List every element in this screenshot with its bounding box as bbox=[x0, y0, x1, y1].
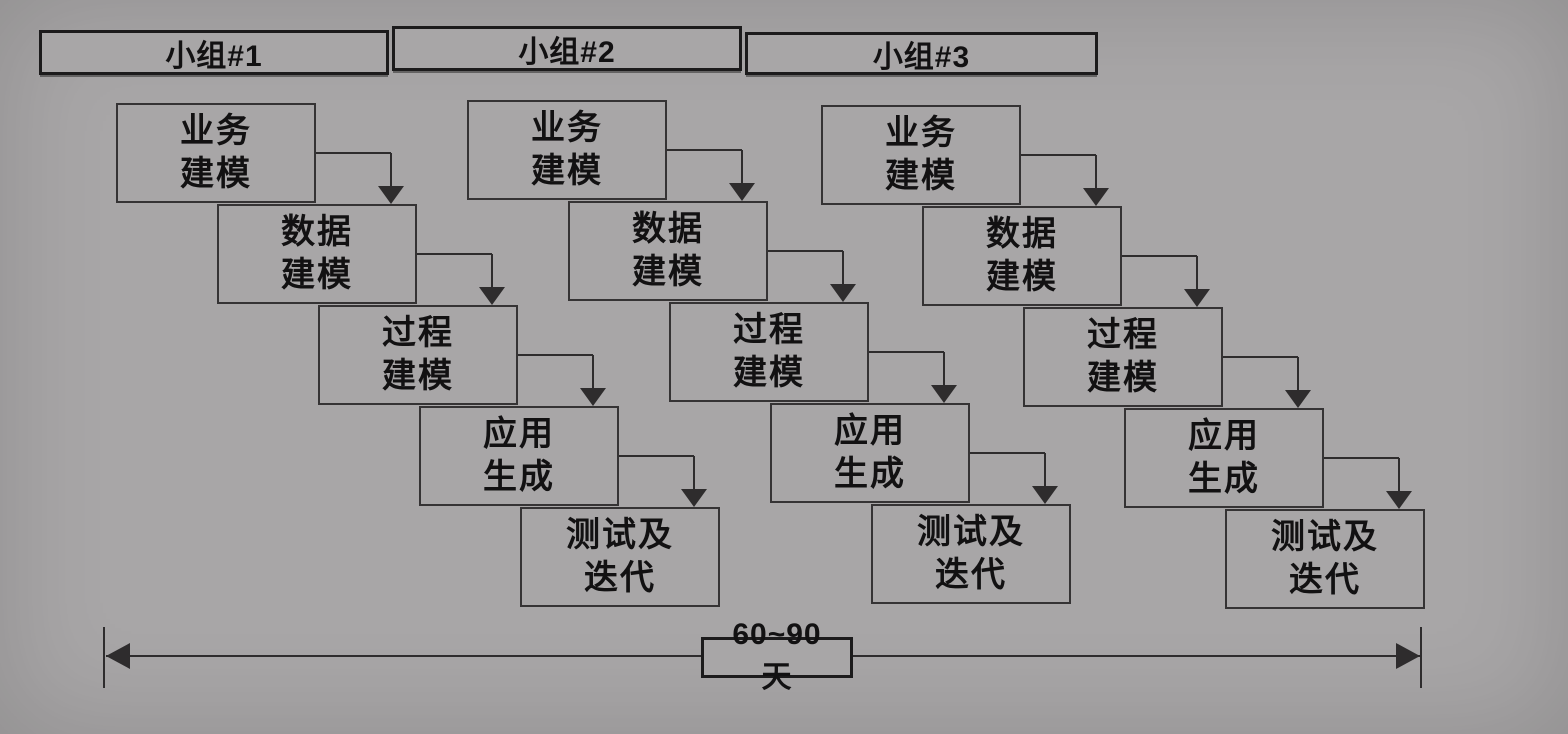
stage-label-line2: 建模 bbox=[382, 357, 454, 395]
connector-v-line bbox=[693, 456, 695, 490]
stage-label-line2: 生成 bbox=[483, 458, 555, 496]
connector-h-line bbox=[518, 354, 593, 356]
connector-h-line bbox=[667, 149, 742, 151]
group-3-header: 小组#3 bbox=[745, 32, 1098, 75]
arrow-left-icon bbox=[106, 643, 130, 669]
group-3-stage-4-box: 应用生成 bbox=[1124, 408, 1324, 508]
group-3-stage-3-box: 过程建模 bbox=[1023, 307, 1223, 407]
group-1-stage-5-box: 测试及迭代 bbox=[520, 507, 720, 607]
connector-v-line bbox=[592, 355, 594, 389]
span-left-tick bbox=[103, 627, 105, 688]
connector-v-line bbox=[741, 150, 743, 184]
connector-h-line bbox=[869, 351, 944, 353]
stage-label-line1: 测试及 bbox=[917, 513, 1025, 551]
group-2-stage-1-box: 业务建模 bbox=[467, 100, 667, 200]
connector-h-line bbox=[417, 253, 492, 255]
stage-label-line2: 迭代 bbox=[1289, 561, 1361, 599]
stage-label-line1: 数据 bbox=[986, 215, 1058, 253]
connector-h-line bbox=[768, 250, 843, 252]
arrow-down-icon bbox=[830, 284, 856, 302]
stage-label-line1: 应用 bbox=[1188, 417, 1260, 455]
connector-h-line bbox=[619, 455, 694, 457]
span-right-tick bbox=[1420, 627, 1422, 688]
connector-h-line bbox=[316, 152, 391, 154]
arrow-down-icon bbox=[681, 489, 707, 507]
arrow-down-icon bbox=[931, 385, 957, 403]
stage-label-line1: 应用 bbox=[834, 412, 906, 450]
arrow-down-icon bbox=[378, 186, 404, 204]
stage-label-line2: 建模 bbox=[986, 258, 1058, 296]
connector-v-line bbox=[390, 153, 392, 187]
connector-v-line bbox=[1398, 458, 1400, 492]
stage-label-line1: 业务 bbox=[885, 114, 957, 152]
arrow-down-icon bbox=[1184, 289, 1210, 307]
connector-h-line bbox=[1324, 457, 1399, 459]
connector-v-line bbox=[842, 251, 844, 285]
connector-h-line bbox=[1223, 356, 1298, 358]
connector-v-line bbox=[1196, 256, 1198, 290]
stage-label-line2: 建模 bbox=[180, 155, 252, 193]
group-2-stage-4-box: 应用生成 bbox=[770, 403, 970, 503]
group-1-stage-2-box: 数据建模 bbox=[217, 204, 417, 304]
duration-label-box bbox=[701, 637, 853, 678]
stage-label-line2: 建模 bbox=[632, 253, 704, 291]
stage-label-line2: 生成 bbox=[834, 455, 906, 493]
stage-label-line1: 应用 bbox=[483, 415, 555, 453]
stage-label-line1: 业务 bbox=[180, 112, 252, 150]
stage-label-line2: 建模 bbox=[885, 157, 957, 195]
stage-label-line2: 建模 bbox=[733, 354, 805, 392]
stage-label-line1: 过程 bbox=[733, 311, 805, 349]
stage-label-line2: 迭代 bbox=[584, 559, 656, 597]
group-1-stage-4-box: 应用生成 bbox=[419, 406, 619, 506]
connector-v-line bbox=[1095, 155, 1097, 189]
stage-label-line1: 过程 bbox=[1087, 316, 1159, 354]
connector-h-line bbox=[1021, 154, 1096, 156]
group-3-stage-5-box: 测试及迭代 bbox=[1225, 509, 1425, 609]
arrow-down-icon bbox=[1032, 486, 1058, 504]
stage-label-line2: 生成 bbox=[1188, 460, 1260, 498]
group-2-stage-5-box: 测试及迭代 bbox=[871, 504, 1071, 604]
stage-label-line1: 业务 bbox=[531, 109, 603, 147]
connector-v-line bbox=[943, 352, 945, 386]
connector-v-line bbox=[1044, 453, 1046, 487]
group-2-stage-3-box: 过程建模 bbox=[669, 302, 869, 402]
group-3-stage-1-box: 业务建模 bbox=[821, 105, 1021, 205]
arrow-down-icon bbox=[1083, 188, 1109, 206]
stage-label-line1: 数据 bbox=[281, 213, 353, 251]
arrow-down-icon bbox=[1386, 491, 1412, 509]
stage-label-line1: 测试及 bbox=[1271, 518, 1379, 556]
arrow-down-icon bbox=[1285, 390, 1311, 408]
stage-label-line2: 迭代 bbox=[935, 556, 1007, 594]
stage-label-line2: 建模 bbox=[1087, 359, 1159, 397]
group-2-header: 小组#2 bbox=[392, 26, 742, 71]
arrow-down-icon bbox=[729, 183, 755, 201]
connector-v-line bbox=[491, 254, 493, 288]
arrow-down-icon bbox=[479, 287, 505, 305]
group-1-header: 小组#1 bbox=[39, 30, 389, 75]
connector-h-line bbox=[1122, 255, 1197, 257]
group-1-stage-3-box: 过程建模 bbox=[318, 305, 518, 405]
stage-label-line1: 过程 bbox=[382, 314, 454, 352]
stage-label-line1: 数据 bbox=[632, 210, 704, 248]
connector-v-line bbox=[1297, 357, 1299, 391]
group-3-stage-2-box: 数据建模 bbox=[922, 206, 1122, 306]
stage-label-line2: 建模 bbox=[281, 256, 353, 294]
stage-label-line2: 建模 bbox=[531, 152, 603, 190]
stage-label-line1: 测试及 bbox=[566, 516, 674, 554]
group-2-stage-2-box: 数据建模 bbox=[568, 201, 768, 301]
arrow-right-icon bbox=[1396, 643, 1420, 669]
connector-h-line bbox=[970, 452, 1045, 454]
arrow-down-icon bbox=[580, 388, 606, 406]
group-1-stage-1-box: 业务建模 bbox=[116, 103, 316, 203]
